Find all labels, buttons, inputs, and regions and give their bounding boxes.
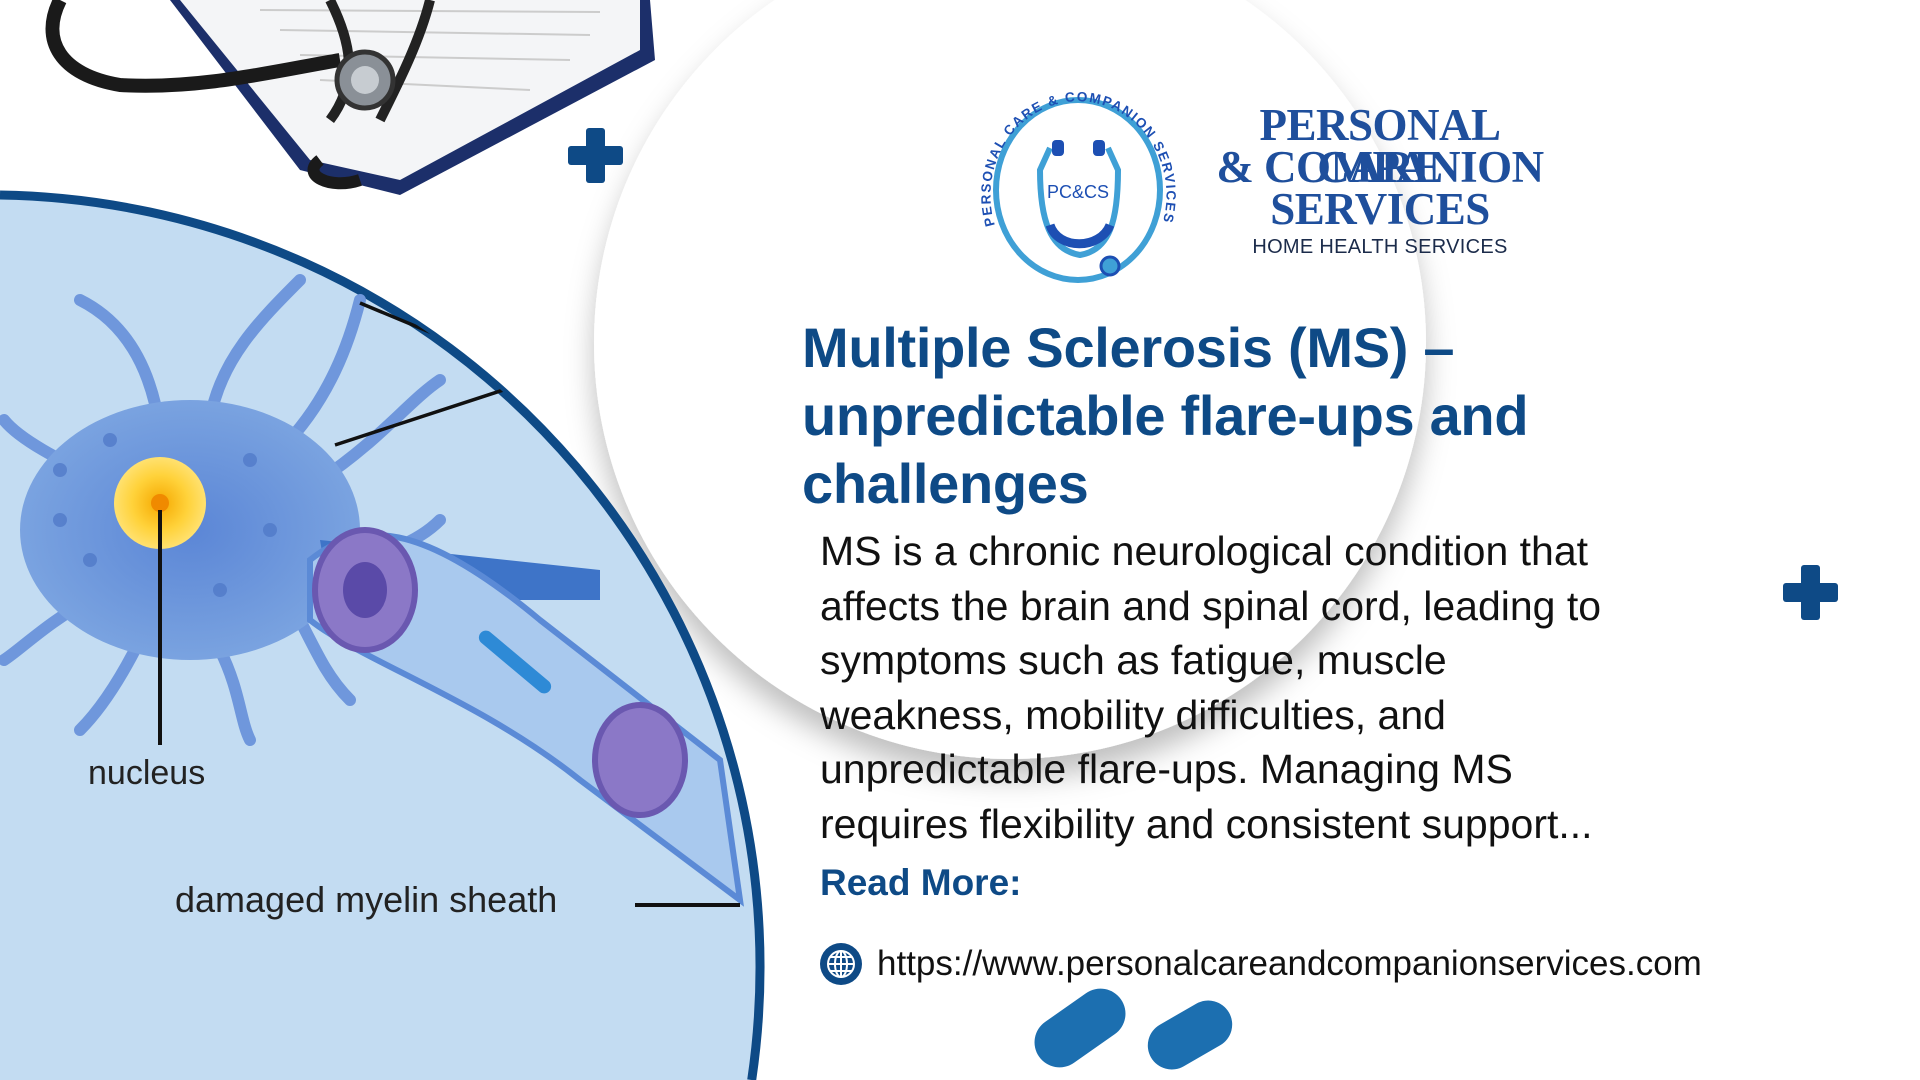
body-line: affects the brain and spinal cord, leadi… xyxy=(820,582,1602,629)
globe-icon xyxy=(820,943,862,985)
brand-tagline: HOME HEALTH SERVICES xyxy=(1252,236,1508,258)
stethoscope-clipboard-image xyxy=(45,0,655,195)
body-line: weakness, mobility difficulties, and xyxy=(820,691,1446,738)
neuron-panel-border xyxy=(0,190,765,1080)
label-nucleus: nucleus xyxy=(88,754,205,792)
label-damaged-myelin-sheath: damaged myelin sheath xyxy=(175,879,557,920)
read-more-label: Read More: xyxy=(820,862,1022,903)
body-line: MS is a chronic neurological condition t… xyxy=(820,528,1589,574)
title-line: challenges xyxy=(802,452,1089,515)
article-body: MS is a chronic neurological condition t… xyxy=(820,524,1601,851)
plus-icon xyxy=(1783,565,1838,620)
article-title: Multiple Sclerosis (MS) – unpredictable … xyxy=(802,314,1529,518)
website-url[interactable]: https://www.personalcareandcompanionserv… xyxy=(877,944,1702,983)
body-line: symptoms such as fatigue, muscle xyxy=(820,637,1447,683)
neuron-illustration xyxy=(0,274,744,907)
pills-image xyxy=(1034,988,1233,1070)
brand-name-line-2: & COMPANION xyxy=(1216,142,1544,192)
brand-name-line-3: SERVICES xyxy=(1270,184,1490,234)
title-line: unpredictable flare-ups and xyxy=(802,384,1529,447)
white-circle-backdrop xyxy=(594,0,1426,759)
title-line: Multiple Sclerosis (MS) – xyxy=(802,316,1455,379)
body-line: unpredictable flare-ups. Managing MS xyxy=(820,746,1513,792)
website-link[interactable]: https://www.personalcareandcompanionserv… xyxy=(819,942,1702,986)
plus-icon xyxy=(568,128,623,183)
brand-name-line-1: PERSONAL CARE xyxy=(1259,100,1501,192)
body-line: requires flexibility and consistent supp… xyxy=(820,800,1593,847)
logo-emblem-text: PC&CS xyxy=(1047,182,1109,202)
